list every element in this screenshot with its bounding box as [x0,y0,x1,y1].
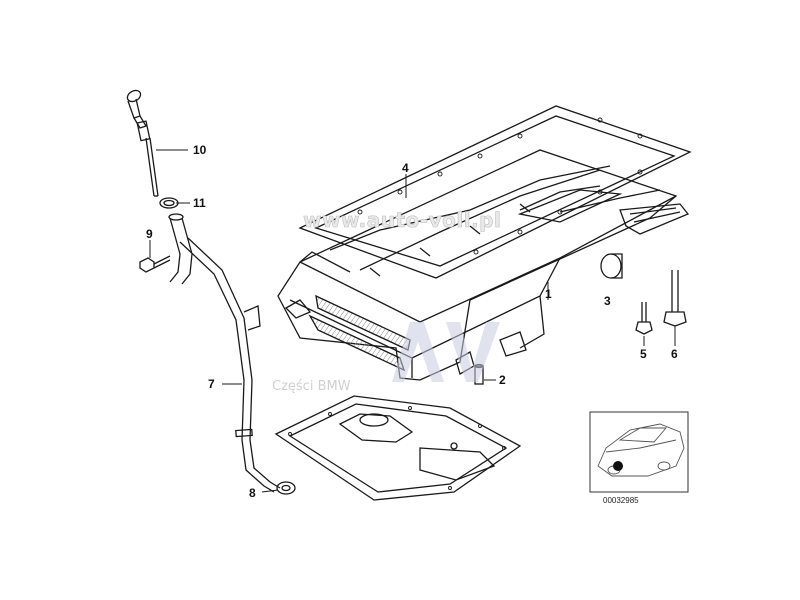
location-marker-icon [613,461,623,471]
vehicle-thumbnail: 00032985 [589,411,689,505]
callout-3: 3 [604,294,611,308]
callout-6: 6 [671,347,678,361]
callout-1: 1 [545,287,552,301]
oil-drain-plug [600,253,623,279]
callout-9: 9 [146,227,153,241]
guide-tube [168,213,281,493]
leader-lines [149,149,676,493]
callout-7: 7 [208,377,215,391]
o-ring [159,197,179,209]
oil-pan-gasket [298,105,692,279]
bolt-5 [635,302,653,335]
callout-5: 5 [640,347,647,361]
callout-11: 11 [193,196,206,210]
car-outline-icon [597,423,685,477]
watermark-logo [392,322,500,382]
figure-id: 00032985 [603,496,639,505]
callouts: 10 11 9 4 1 3 2 7 8 5 6 [146,143,678,500]
callout-10: 10 [193,143,207,157]
watermark-url: www.auto-voll.pl [303,208,501,232]
callout-8: 8 [249,486,256,500]
dipstick [126,89,159,197]
watermark: www.auto-voll.pl Części BMW [272,208,501,394]
bolt-9 [139,255,171,273]
bolt-6 [663,270,687,327]
watermark-subtitle: Części BMW [272,379,351,394]
callout-2: 2 [499,373,506,387]
lower-oil-pan [274,395,522,501]
callout-4: 4 [402,161,409,175]
sealing-ring [276,481,296,495]
